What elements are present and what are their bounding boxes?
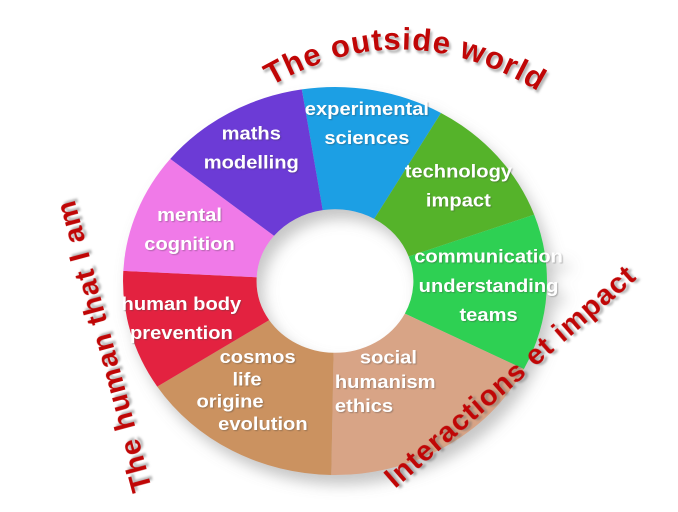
segment-cosmos-life-origine-evolution [157, 320, 334, 475]
segment-human-body-prevention [123, 270, 270, 387]
segment-maths-modelling [170, 89, 323, 236]
segment-mental-cognition [123, 158, 275, 278]
segment-experimental-sciences [301, 87, 441, 219]
title-the-outside-world: The outside world [258, 21, 553, 97]
segment-social-humanism-ethics [331, 313, 524, 476]
wheel-segments [123, 87, 547, 476]
segment-communication-understanding-teams [404, 214, 547, 370]
title-the-outside-world-text: The outside world [258, 21, 552, 97]
segment-technology-impact [374, 112, 535, 257]
